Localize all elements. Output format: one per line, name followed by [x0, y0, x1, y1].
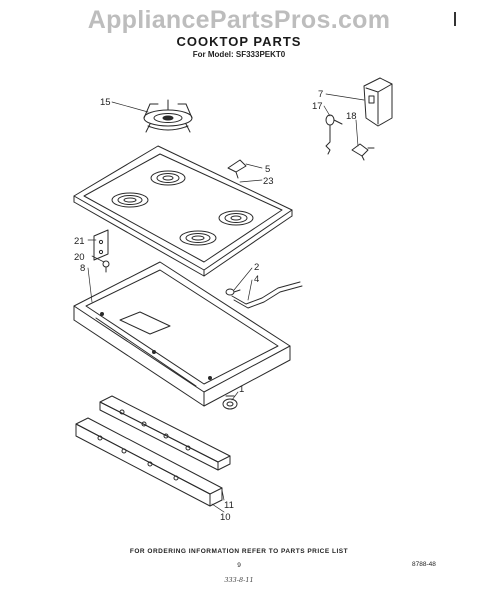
- handwritten-note: 333-8-11: [224, 576, 254, 584]
- callout-10: 10: [220, 512, 231, 523]
- control-panel-trim[interactable]: [99, 395, 231, 471]
- burner-box[interactable]: [73, 261, 291, 407]
- callout-17: 17: [312, 101, 323, 112]
- callout-1: 1: [239, 384, 244, 395]
- watermark: AppliancePartsPros.com: [87, 6, 391, 34]
- callout-8: 8: [80, 263, 85, 274]
- cooktop-main-top[interactable]: [73, 145, 293, 277]
- burner-opening-front-left: [179, 230, 217, 246]
- callout-23: 23: [263, 176, 274, 187]
- burner-opening-front-right: [218, 210, 254, 226]
- page-title: COOKTOP PARTS: [176, 34, 302, 49]
- corner-mark: [454, 12, 456, 26]
- orifice-hood[interactable]: [225, 288, 241, 296]
- cooktop-clip[interactable]: [227, 159, 247, 179]
- burner-opening-rear-left: [111, 192, 149, 208]
- burner-opening-rear-right: [150, 170, 186, 186]
- gas-tube[interactable]: [231, 281, 303, 309]
- callout-20: 20: [74, 252, 85, 263]
- igniter-electrode[interactable]: [351, 143, 375, 161]
- ignition-module[interactable]: [363, 77, 393, 127]
- callout-5: 5: [265, 164, 270, 175]
- callout-15: 15: [100, 97, 111, 108]
- callout-11: 11: [224, 500, 234, 511]
- bracket[interactable]: [93, 229, 109, 261]
- control-panel[interactable]: [75, 417, 223, 507]
- callout-2: 2: [254, 262, 259, 273]
- burner-grate[interactable]: [143, 99, 193, 133]
- callout-numbers: 15 7 17 18 5 23 21 20 8 2 4 1 11 10: [74, 89, 357, 523]
- callout-4: 4: [254, 274, 259, 285]
- screw[interactable]: [102, 260, 110, 273]
- model-line: For Model: SF333PEKT0: [192, 50, 286, 59]
- ordering-note: FOR ORDERING INFORMATION REFER TO PARTS …: [129, 548, 349, 555]
- leader-lines: [87, 93, 365, 513]
- part-code: 8788-48: [412, 561, 436, 568]
- spark-switch[interactable]: [325, 114, 343, 155]
- page-number: 9: [237, 562, 241, 569]
- callout-18: 18: [346, 111, 357, 122]
- callout-21: 21: [74, 236, 85, 247]
- control-knob[interactable]: [222, 395, 238, 410]
- callout-7: 7: [318, 89, 323, 100]
